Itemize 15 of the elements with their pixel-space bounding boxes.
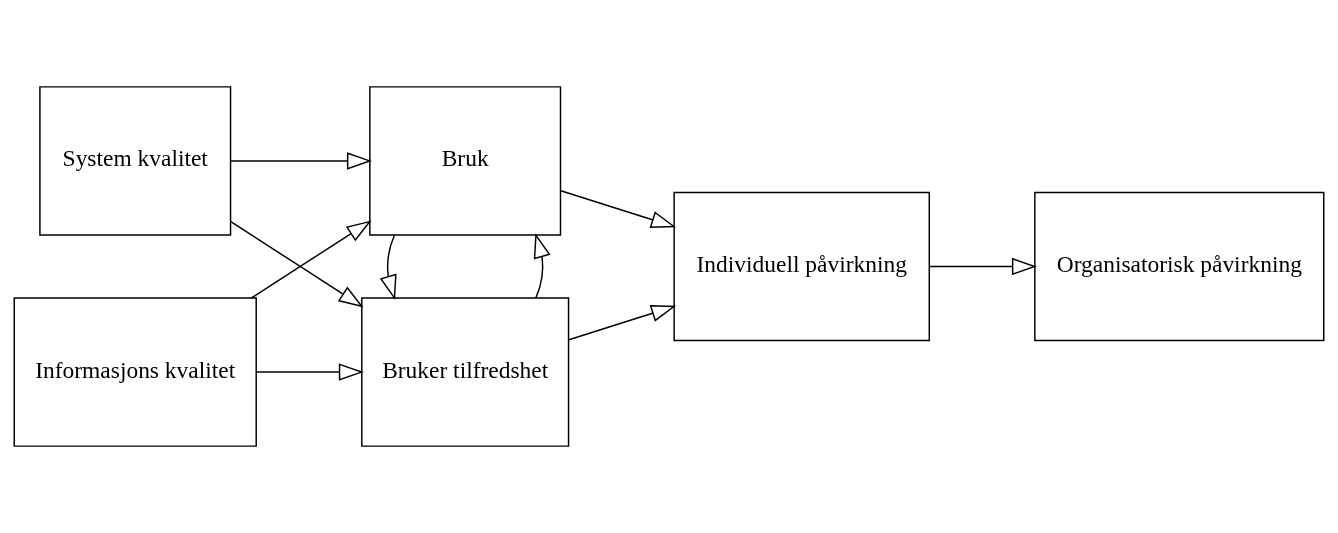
node-box: Bruker tilfredshet: [361, 297, 570, 447]
arrow: [255, 363, 364, 381]
node-box: Bruk: [369, 86, 562, 236]
node-box: Informasjons kvalitet: [13, 297, 257, 447]
arrow: [379, 234, 397, 300]
arrow: [568, 305, 677, 341]
node-box: Individuell påvirkning: [673, 191, 931, 342]
arrow: [533, 233, 551, 299]
arrow: [560, 190, 676, 228]
node-box: Organisatorisk påvirkning: [1034, 191, 1325, 342]
arrow: [230, 221, 364, 308]
arrow: [230, 152, 372, 170]
arrow: [928, 257, 1037, 276]
node-box: System kvalitet: [39, 86, 232, 236]
arrow: [250, 220, 372, 299]
